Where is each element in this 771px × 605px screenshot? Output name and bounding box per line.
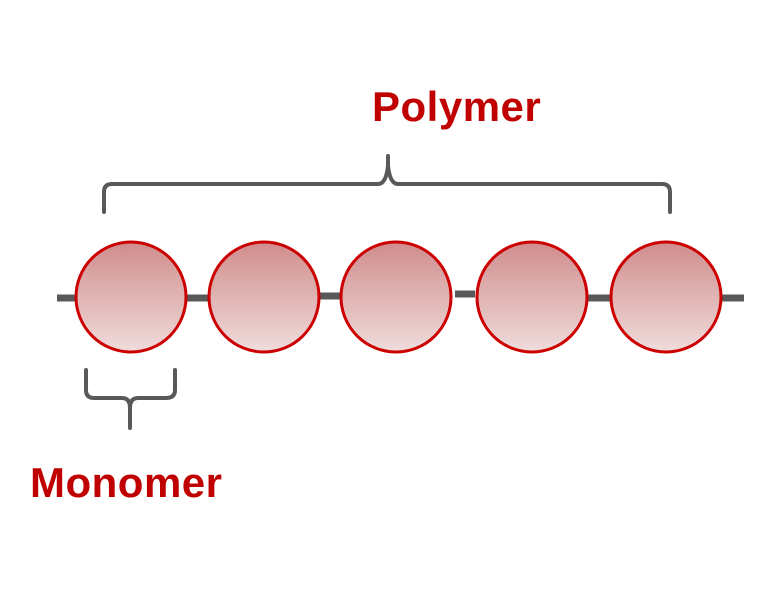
polymer-brace	[102, 154, 672, 214]
backbone-chain	[57, 290, 744, 302]
polymer-label: Polymer	[372, 83, 542, 130]
monomer-label: Monomer	[30, 459, 223, 506]
monomer-brace	[84, 368, 177, 430]
monomer-units	[74, 240, 723, 354]
monomer-circle-1	[74, 240, 188, 354]
monomer-circle-4	[475, 240, 589, 354]
monomer-circle-5	[609, 240, 723, 354]
monomer-circle-2	[207, 240, 321, 354]
monomer-circle-3	[339, 240, 453, 354]
